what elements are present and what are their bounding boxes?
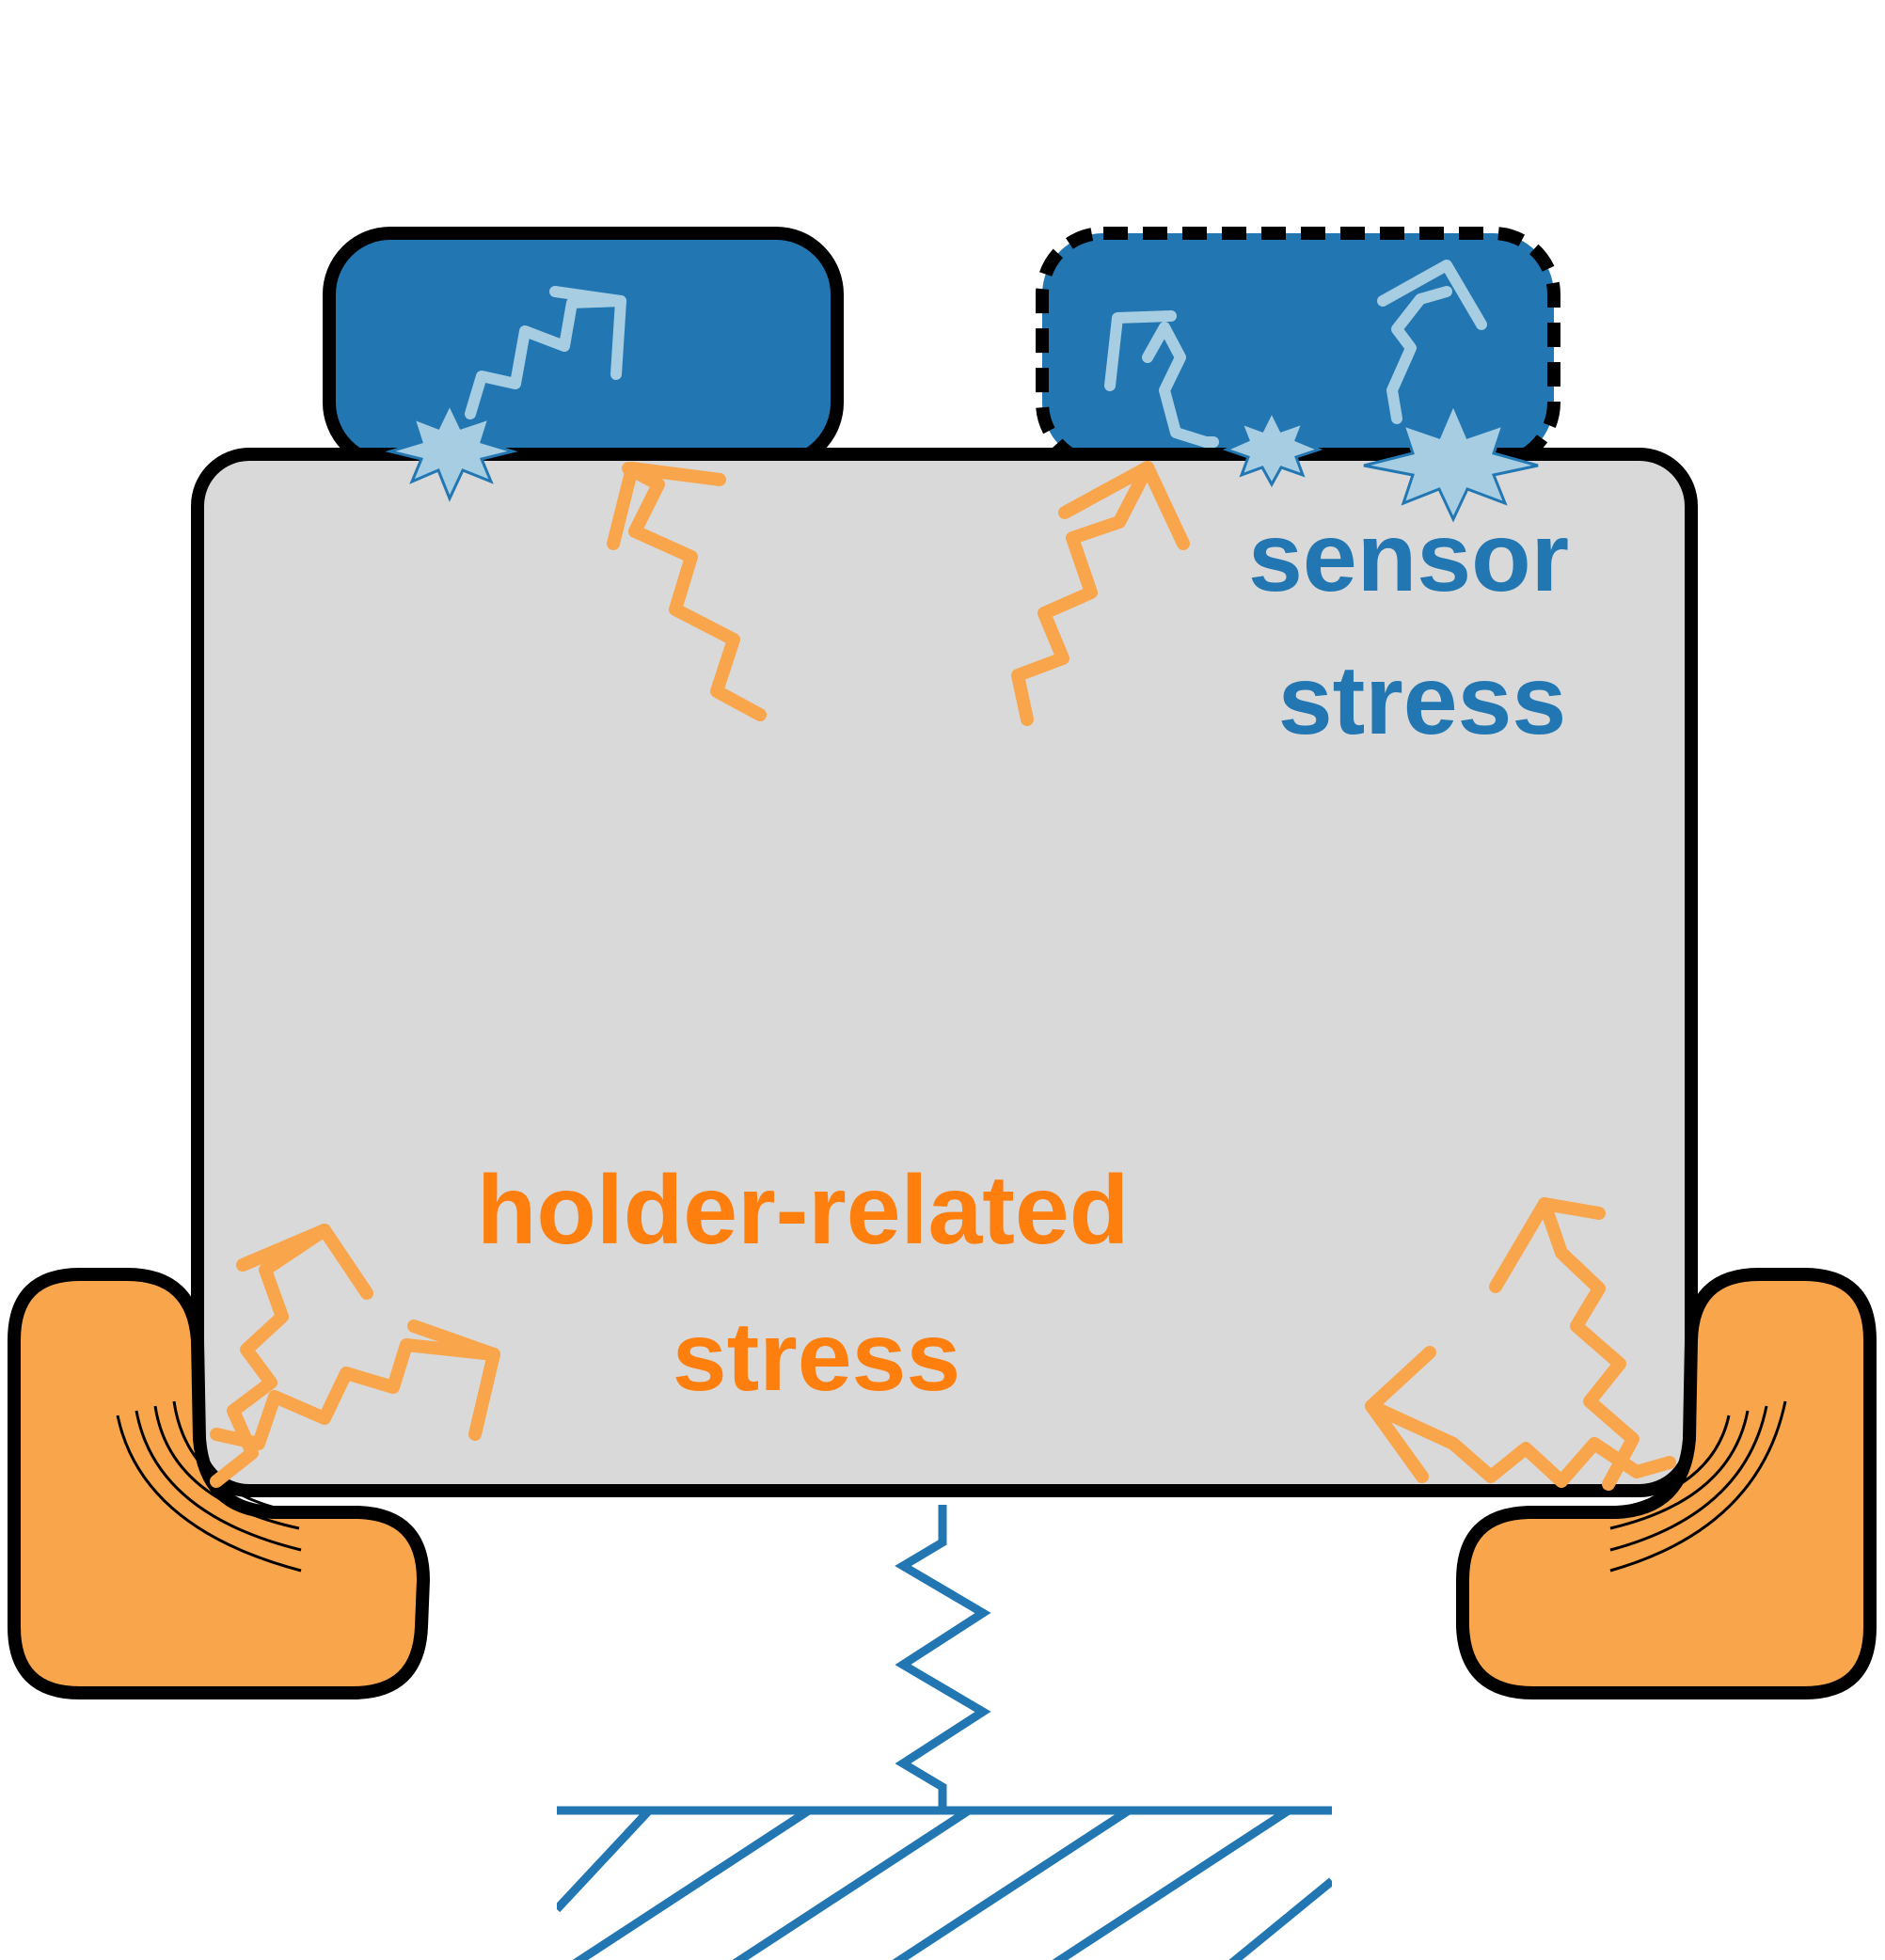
- sensor-pad-left: [323, 227, 844, 470]
- sensor-stress-arrows: [465, 260, 1487, 448]
- holder-left-strain-lines: [116, 1400, 302, 1573]
- main-body: [191, 448, 1698, 1497]
- holder-stress-label: holder-related stress: [477, 1156, 1156, 1412]
- holder-stress-line-2: stress: [673, 1303, 960, 1412]
- holder-stress-line-1: holder-related: [477, 1156, 1129, 1265]
- holder-right-strain-lines: [1609, 1400, 1787, 1573]
- sensor-stress-line-2: stress: [1278, 646, 1566, 755]
- starburst-right: [1363, 401, 1539, 523]
- sensor-starbursts: [385, 401, 1539, 523]
- sensor-stress-line-1: sensor: [1248, 503, 1569, 612]
- starburst-left: [385, 401, 518, 502]
- holder-right: [1456, 1268, 1877, 1699]
- holder-left: [8, 1268, 431, 1699]
- starburst-mid: [1222, 408, 1323, 488]
- hatched-ground: [557, 1806, 1332, 1960]
- holder-stress-arrows: [210, 461, 1676, 1491]
- spring-support: [895, 1505, 991, 1810]
- sensor-stress-label: sensor stress: [1248, 503, 1596, 755]
